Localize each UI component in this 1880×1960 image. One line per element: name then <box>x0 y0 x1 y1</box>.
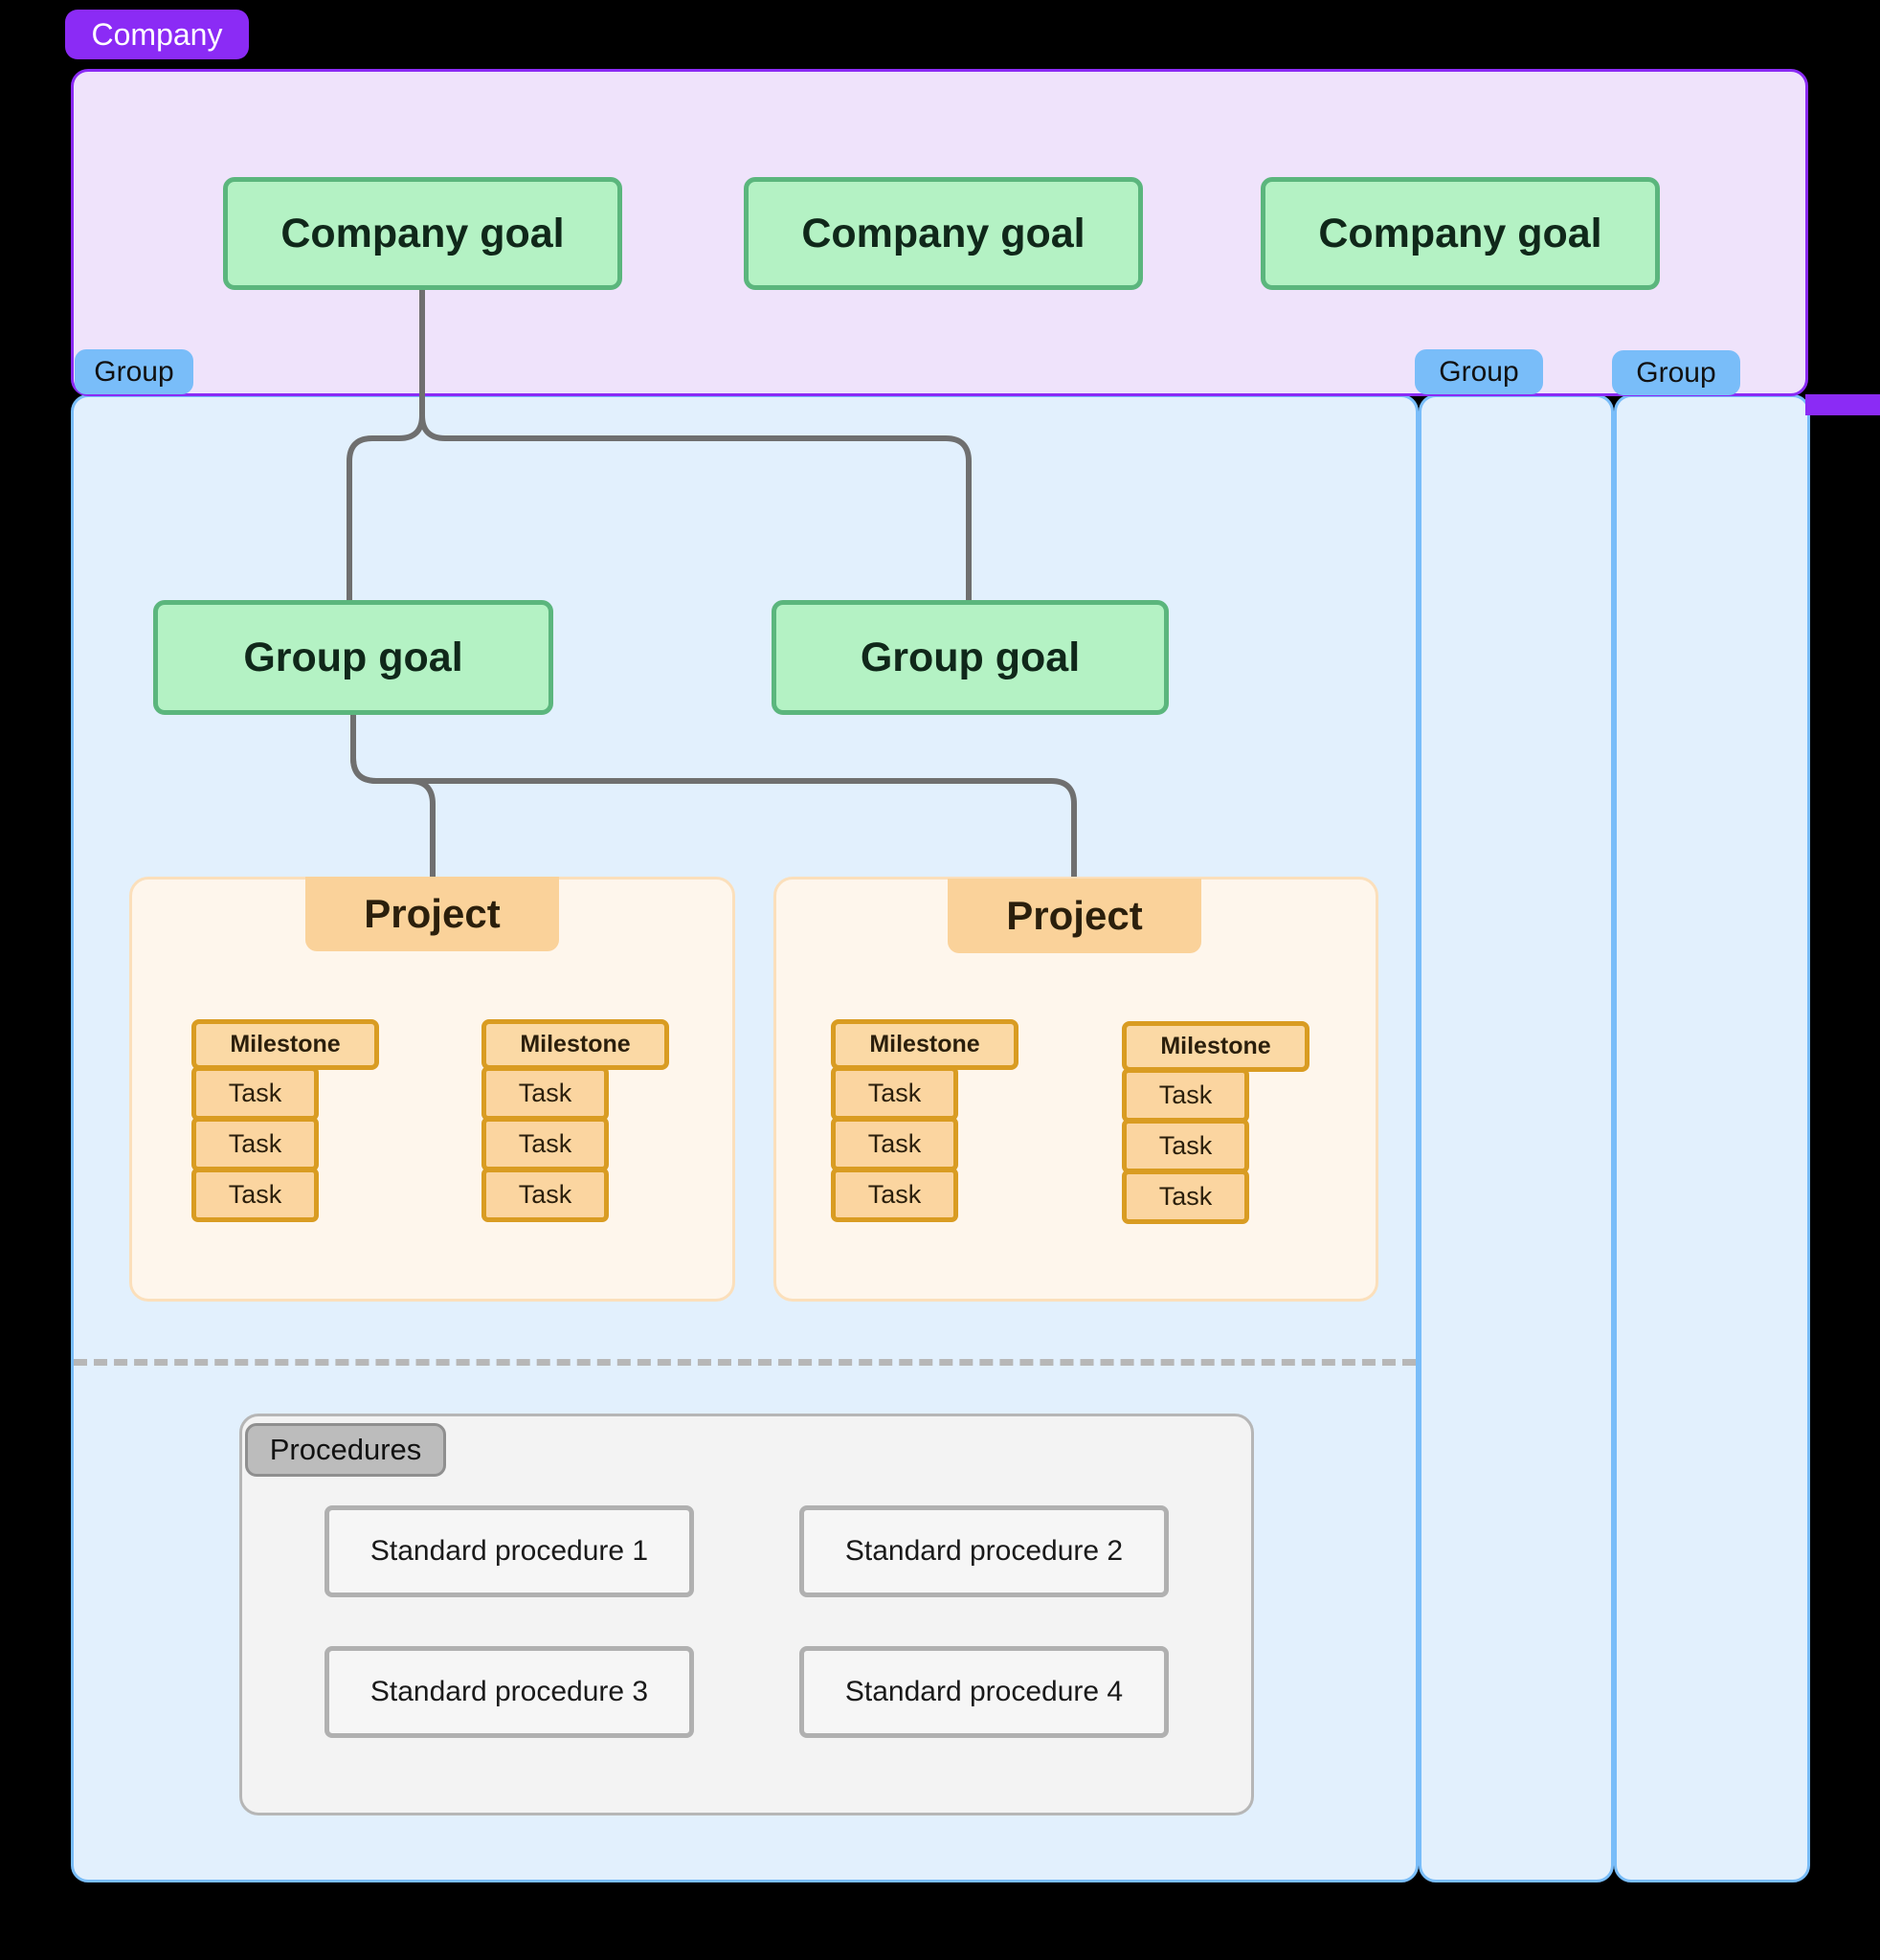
procedure-box-2[interactable]: Standard procedure 2 <box>799 1505 1169 1597</box>
task-box[interactable]: Task <box>191 1066 319 1121</box>
milestone-stack-1-1: Milestone Task Task Task <box>191 1019 379 1222</box>
group-goal-2[interactable]: Group goal <box>772 600 1169 715</box>
task-box[interactable]: Task <box>1122 1068 1249 1123</box>
milestone-stack-1-2: Milestone Task Task Task <box>481 1019 669 1222</box>
milestone-stack-2-1: Milestone Task Task Task <box>831 1019 1018 1222</box>
procedure-box-3[interactable]: Standard procedure 3 <box>325 1646 694 1738</box>
group-goal-1[interactable]: Group goal <box>153 600 553 715</box>
milestone-label[interactable]: Milestone <box>481 1019 669 1070</box>
group-badge-1[interactable]: Group <box>75 349 193 394</box>
company-badge[interactable]: Company <box>65 10 249 59</box>
company-goal-3[interactable]: Company goal <box>1261 177 1660 290</box>
task-box[interactable]: Task <box>481 1168 609 1222</box>
task-box[interactable]: Task <box>831 1168 958 1222</box>
task-box[interactable]: Task <box>831 1117 958 1171</box>
task-box[interactable]: Task <box>191 1117 319 1171</box>
procedure-box-1[interactable]: Standard procedure 1 <box>325 1505 694 1597</box>
group-badge-3[interactable]: Group <box>1612 350 1740 395</box>
task-box[interactable]: Task <box>191 1168 319 1222</box>
milestone-stack-2-2: Milestone Task Task Task <box>1122 1021 1309 1224</box>
company-goal-1[interactable]: Company goal <box>223 177 622 290</box>
task-box[interactable]: Task <box>481 1066 609 1121</box>
task-box[interactable]: Task <box>1122 1119 1249 1173</box>
group-panel-2[interactable] <box>1419 394 1614 1882</box>
project-tab-1[interactable]: Project <box>305 877 559 951</box>
milestone-label[interactable]: Milestone <box>831 1019 1018 1070</box>
milestone-label[interactable]: Milestone <box>1122 1021 1309 1072</box>
milestone-label[interactable]: Milestone <box>191 1019 379 1070</box>
procedures-tab[interactable]: Procedures <box>245 1423 446 1477</box>
project-tab-2[interactable]: Project <box>948 879 1201 953</box>
task-box[interactable]: Task <box>1122 1169 1249 1224</box>
group-badge-2[interactable]: Group <box>1415 349 1543 394</box>
task-box[interactable]: Task <box>831 1066 958 1121</box>
company-goal-2[interactable]: Company goal <box>744 177 1143 290</box>
task-box[interactable]: Task <box>481 1117 609 1171</box>
company-resize-handle[interactable] <box>1805 394 1880 415</box>
section-divider <box>74 1359 1416 1366</box>
group-panel-3[interactable] <box>1614 394 1810 1882</box>
procedures-card[interactable] <box>239 1414 1254 1815</box>
procedure-box-4[interactable]: Standard procedure 4 <box>799 1646 1169 1738</box>
